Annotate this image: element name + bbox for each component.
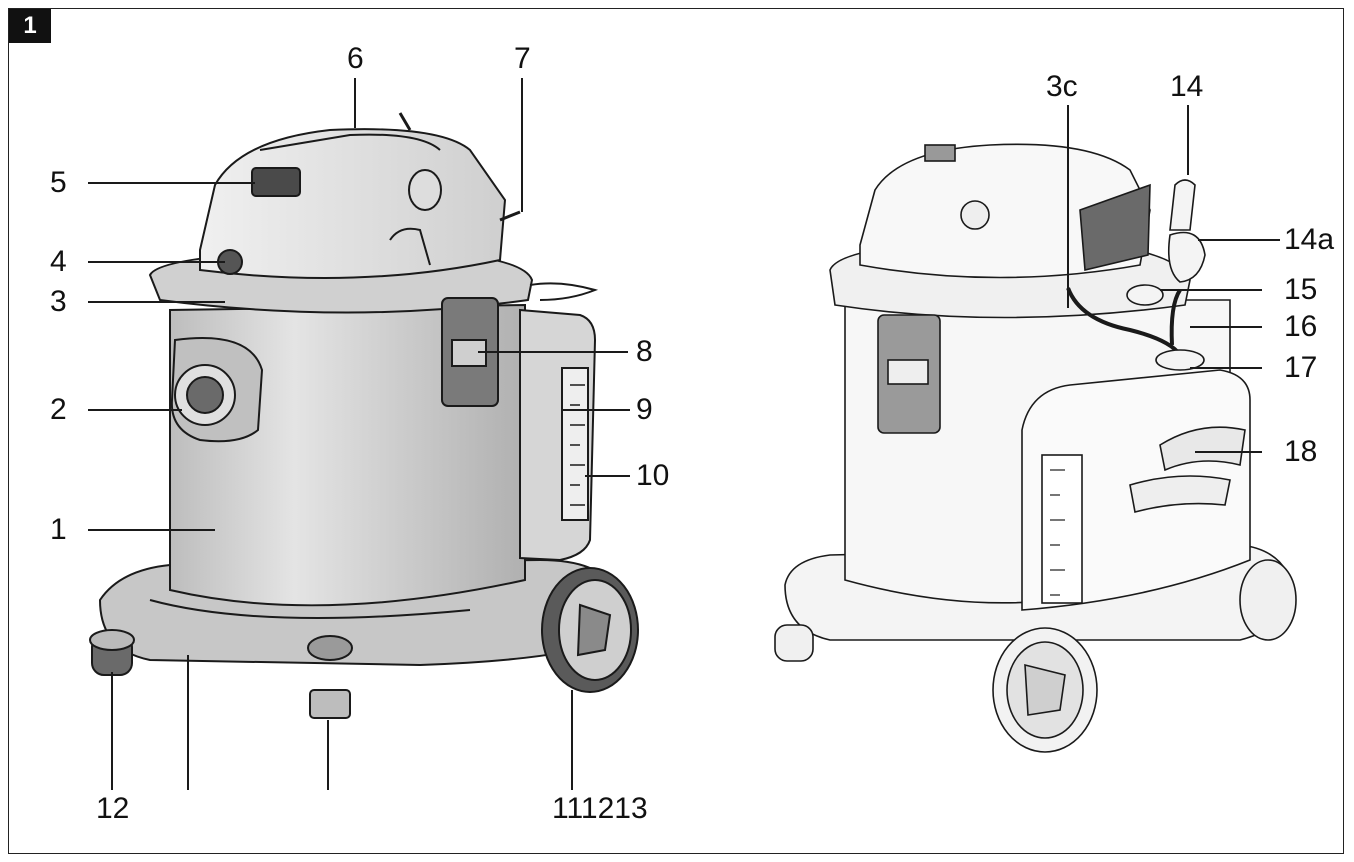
leader-lines-left (88, 78, 630, 790)
vacuum-rear-view (774, 143, 1297, 753)
callout-14a: 14a (1284, 223, 1335, 256)
callout-1: 1 (50, 513, 67, 546)
motor-head-rear (859, 143, 1151, 279)
callout-2: 2 (50, 393, 67, 426)
figure-number-badge: 1 (9, 9, 51, 43)
callout-7: 7 (514, 42, 531, 75)
motor-head (199, 128, 507, 279)
carry-handle (1159, 426, 1246, 472)
figure-frame (8, 8, 1344, 854)
vacuum-front-view (89, 112, 639, 719)
callout-4: 4 (50, 245, 67, 278)
power-switch (251, 167, 301, 197)
level-window (561, 367, 589, 521)
callout-14: 14 (1170, 70, 1204, 103)
callout-15: 15 (1284, 273, 1318, 306)
accessory-nozzle (1169, 179, 1196, 231)
front-foot (309, 689, 351, 719)
callout-12: 12 (96, 792, 130, 825)
callout-8: 8 (636, 335, 653, 368)
callout-3c: 3c (1046, 70, 1078, 103)
callout-10: 10 (636, 459, 670, 492)
hose-rear (1066, 287, 1182, 357)
callout-16: 16 (1284, 310, 1318, 343)
callout-3: 3 (50, 285, 67, 318)
callout-9: 9 (636, 393, 653, 426)
callout-6: 6 (347, 42, 364, 75)
leader-lines-right (1067, 105, 1280, 453)
callout-111213: 111213 (552, 792, 648, 825)
callout-5: 5 (50, 166, 67, 199)
power-cord (499, 210, 521, 222)
level-window-rear (1041, 454, 1083, 604)
callout-17: 17 (1284, 351, 1318, 384)
callout-18: 18 (1284, 435, 1318, 468)
